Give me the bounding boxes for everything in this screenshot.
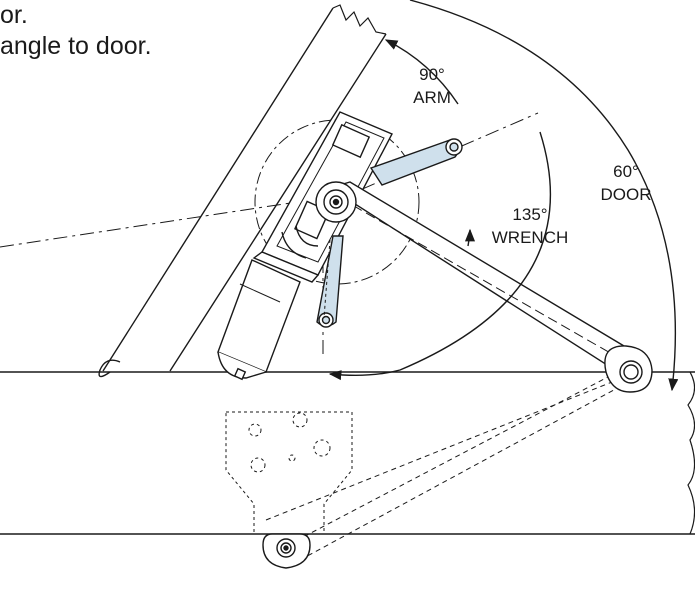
arm-label: ARM — [413, 88, 451, 107]
closer-pivot — [315, 181, 357, 223]
wrench-angle-value: 135° — [512, 205, 547, 224]
caption-line-2: angle to door. — [0, 32, 152, 60]
wrench-angle-arc — [328, 131, 552, 381]
lower-pivot-bolt — [262, 533, 311, 569]
angle-labels: 90° ARM 135° WRENCH 60° DOOR — [413, 65, 651, 247]
door-angle-value: 60° — [613, 162, 639, 181]
track-lines — [265, 367, 637, 561]
door-angle-arc — [409, 0, 679, 392]
closer-arm — [316, 138, 463, 328]
mounting-plate-outline — [225, 411, 353, 535]
door-leaf — [98, 4, 387, 378]
door-label: DOOR — [601, 185, 652, 204]
main-arm-bar — [328, 181, 653, 393]
wrench-label: WRENCH — [492, 228, 569, 247]
caption-line-1: or. — [0, 1, 28, 29]
door-frame — [0, 371, 695, 535]
arm-angle-value: 90° — [419, 65, 445, 84]
closer-cylinder — [217, 259, 301, 381]
wrench-arc-start — [464, 228, 476, 247]
arm-angle-arc — [384, 39, 459, 105]
